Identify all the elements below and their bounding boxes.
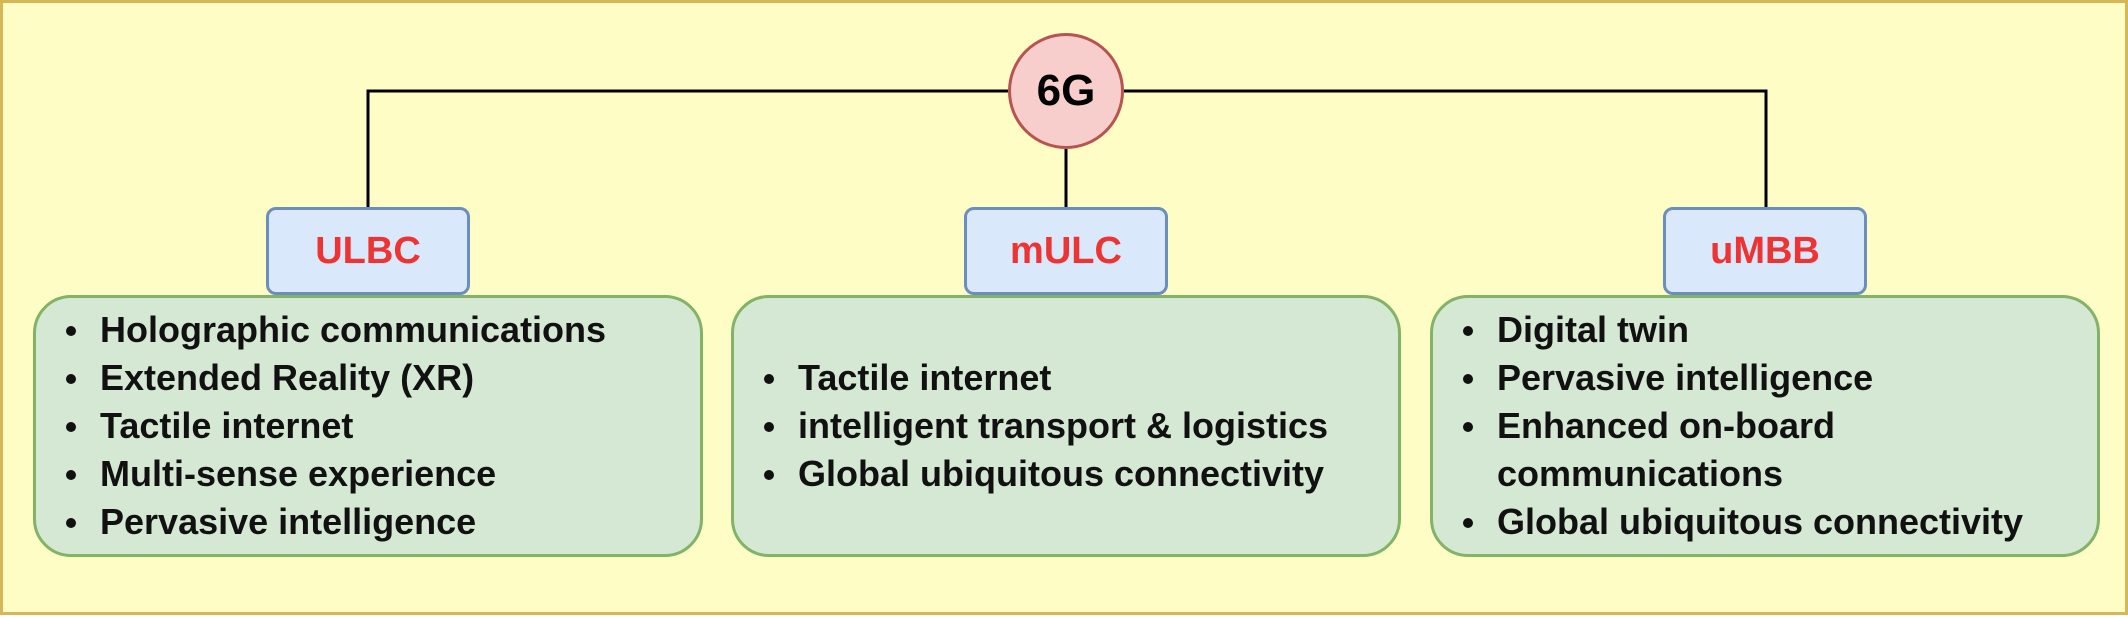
connector-right <box>1124 89 1768 207</box>
branch-label-ulbc: ULBC <box>266 207 470 295</box>
list-item: Pervasive intelligence <box>50 498 700 546</box>
branch-label-mulc: mULC <box>964 207 1168 295</box>
list-item: Pervasive intelligence <box>1447 354 2097 402</box>
list-item: Global ubiquitous connectivity <box>1447 498 2097 546</box>
list-item: Multi-sense experience <box>50 450 700 498</box>
list-item: Global ubiquitous connectivity <box>748 450 1398 498</box>
item-list: Tactile internet intelligent transport &… <box>748 354 1398 498</box>
root-node-6g: 6G <box>1008 33 1124 149</box>
list-item: Extended Reality (XR) <box>50 354 700 402</box>
list-item: intelligent transport & logistics <box>748 402 1398 450</box>
branch-label-umbb: uMBB <box>1663 207 1867 295</box>
branch-items-ulbc: Holographic communications Extended Real… <box>33 295 703 557</box>
item-list: Holographic communications Extended Real… <box>50 306 700 546</box>
item-list: Digital twin Pervasive intelligence Enha… <box>1447 306 2097 546</box>
list-item: Holographic communications <box>50 306 700 354</box>
list-item: Digital twin <box>1447 306 2097 354</box>
list-item: Enhanced on-board communications <box>1447 402 1917 498</box>
connector-lines <box>366 89 1768 207</box>
list-item: Tactile internet <box>50 402 700 450</box>
branch-items-mulc: Tactile internet intelligent transport &… <box>731 295 1401 557</box>
list-item: Tactile internet <box>748 354 1398 402</box>
connector-left <box>366 89 1008 207</box>
branch-items-umbb: Digital twin Pervasive intelligence Enha… <box>1430 295 2100 557</box>
